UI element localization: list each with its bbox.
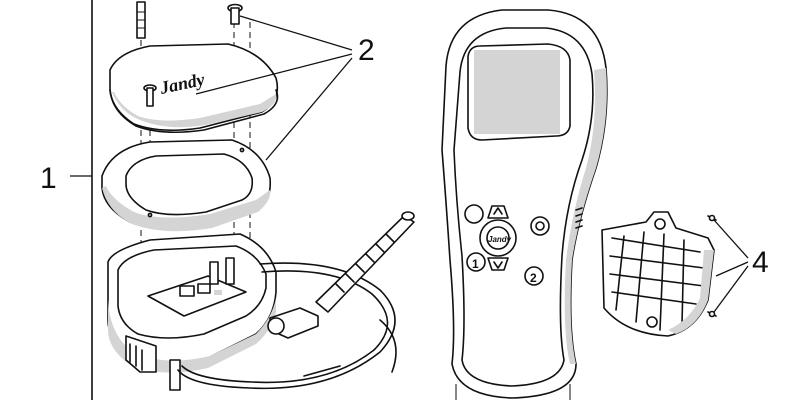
bracket-screws	[707, 214, 717, 318]
antenna	[267, 211, 415, 339]
screw-short	[227, 3, 243, 25]
lid-screw	[143, 84, 157, 107]
remote-button-2-label: 2	[530, 271, 537, 285]
callout-4-label: 4	[752, 246, 769, 279]
wall-mount-bracket	[601, 211, 715, 337]
base-housing	[107, 233, 277, 391]
callout-2-leaders	[195, 15, 353, 161]
cover-lid: Jandy	[109, 43, 279, 134]
callout-2-label: 2	[358, 34, 375, 67]
gasket-ring	[101, 139, 272, 232]
remote-control: 1 2 Jandy	[441, 9, 608, 400]
remote-button-1-label: 1	[472, 257, 479, 271]
screw-long	[136, 1, 146, 39]
assembly-bracket	[70, 0, 93, 400]
remote-center-logo: Jandy	[488, 235, 512, 244]
callout-4-leaders	[713, 219, 749, 313]
callout-1-label: 1	[40, 162, 57, 195]
